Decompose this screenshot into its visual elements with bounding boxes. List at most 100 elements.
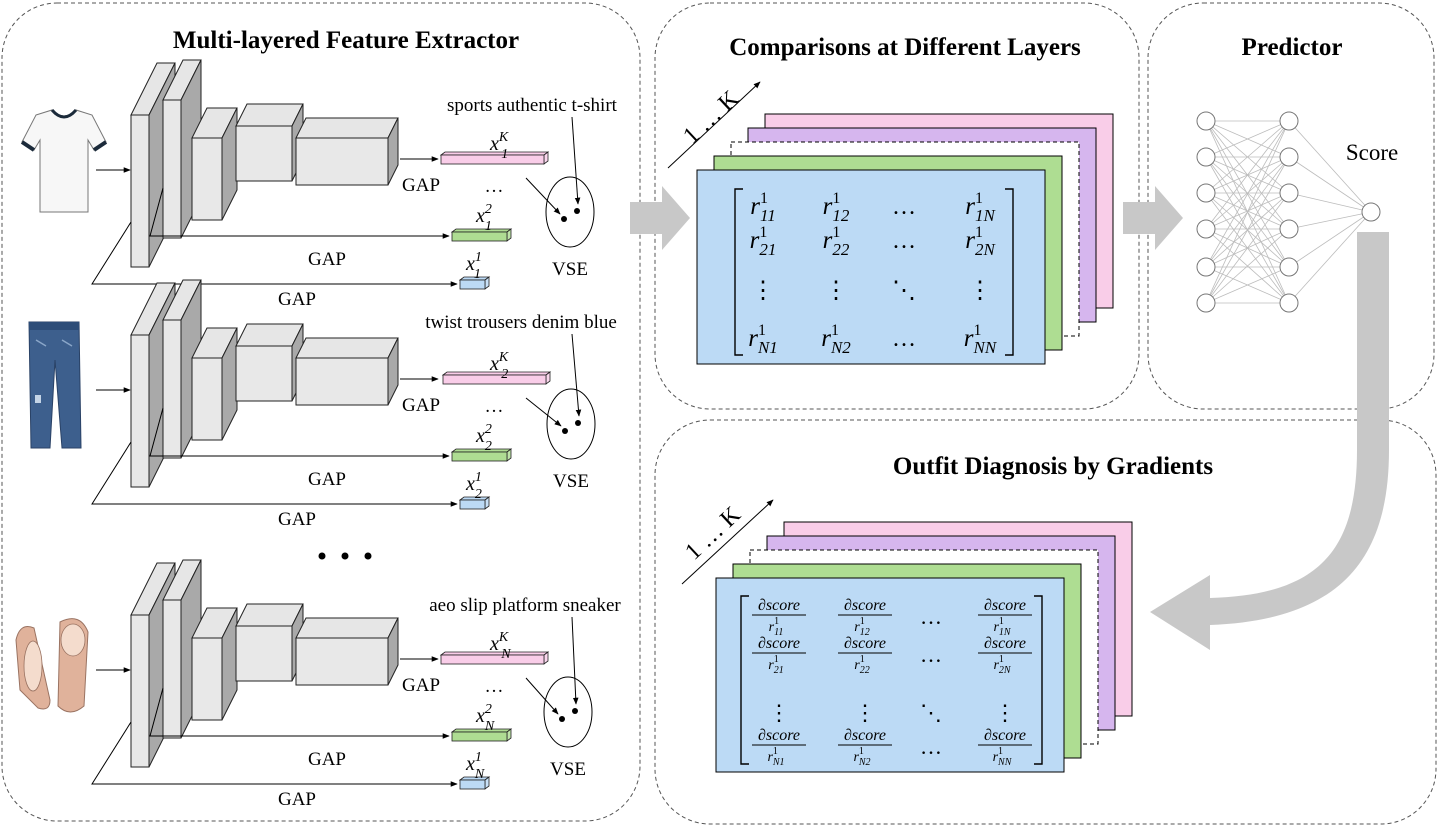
matrix-cell: … — [920, 604, 942, 629]
comparison-title: Comparisons at Different Layers — [729, 34, 1081, 61]
input-neuron — [1196, 147, 1216, 167]
feature-ellipsis: … — [485, 676, 504, 697]
comparison-layers — [696, 113, 1114, 365]
vse-space — [543, 676, 593, 748]
svg-text:∂score: ∂score — [844, 727, 886, 744]
matrix-cell: ⋮ — [854, 700, 876, 725]
tshirt-image — [20, 108, 108, 213]
vse-label: VSE — [553, 471, 589, 492]
diagnosis-panel — [654, 419, 1437, 825]
extractor-title: Multi-layered Feature Extractor — [173, 27, 519, 54]
matrix-cell: ⋮ — [994, 700, 1016, 725]
svg-text:∂score: ∂score — [844, 597, 886, 614]
item-caption: twist trousers denim blue — [425, 312, 617, 333]
matrix-cell: … — [892, 326, 916, 352]
more-items-ellipsis — [318, 552, 372, 560]
vse-space — [546, 388, 596, 460]
svg-text:∂score: ∂score — [984, 635, 1026, 652]
matrix-cell: ⋮ — [968, 278, 992, 304]
output-neuron — [1361, 202, 1381, 222]
feature-ellipsis: … — [485, 176, 504, 197]
item-caption: sports authentic t-shirt — [447, 95, 618, 116]
cnn-backbone — [130, 279, 399, 488]
predictor-panel — [1147, 2, 1435, 410]
svg-text:∂score: ∂score — [758, 597, 800, 614]
svg-text:∂score: ∂score — [984, 597, 1026, 614]
hidden-neuron — [1279, 257, 1299, 277]
vse-label: VSE — [552, 259, 588, 280]
input-neuron — [1196, 293, 1216, 313]
hidden-neuron — [1279, 293, 1299, 313]
svg-text:∂score: ∂score — [758, 635, 800, 652]
arrow-to-comparison — [630, 186, 690, 250]
matrix-cell: … — [920, 642, 942, 667]
predictor-title: Predictor — [1242, 34, 1343, 61]
svg-text:∂score: ∂score — [758, 727, 800, 744]
gap-label: GAP — [278, 789, 316, 810]
gap-label: GAP — [308, 469, 346, 490]
gap-label: GAP — [402, 175, 440, 196]
vse-label: VSE — [550, 759, 586, 780]
gap-label: GAP — [308, 249, 346, 270]
layer-axis-arrow — [667, 81, 761, 169]
gap-label: GAP — [402, 395, 440, 416]
input-neuron — [1196, 111, 1216, 131]
neural-network — [1196, 111, 1381, 313]
diagnosis-layers — [715, 521, 1133, 773]
matrix-cell: … — [892, 228, 916, 254]
input-neuron — [1196, 183, 1216, 203]
svg-text:∂score: ∂score — [984, 727, 1026, 744]
sneaker-image — [15, 618, 89, 713]
gap-label: GAP — [402, 675, 440, 696]
matrix-cell: ⋮ — [768, 700, 790, 725]
hidden-neuron — [1279, 183, 1299, 203]
input-neuron — [1196, 257, 1216, 277]
matrix-cell: ⋱ — [920, 700, 942, 725]
layer-axis-arrow — [681, 499, 774, 585]
matrix-cell: ⋱ — [892, 278, 916, 304]
arrow-to-predictor — [1123, 186, 1183, 250]
matrix-cell: ⋮ — [824, 278, 848, 304]
hidden-neuron — [1279, 111, 1299, 131]
gap-label: GAP — [278, 509, 316, 530]
hidden-neuron — [1279, 147, 1299, 167]
gap-label: GAP — [278, 289, 316, 310]
feature-ellipsis: … — [485, 396, 504, 417]
score-label: Score — [1346, 140, 1398, 165]
